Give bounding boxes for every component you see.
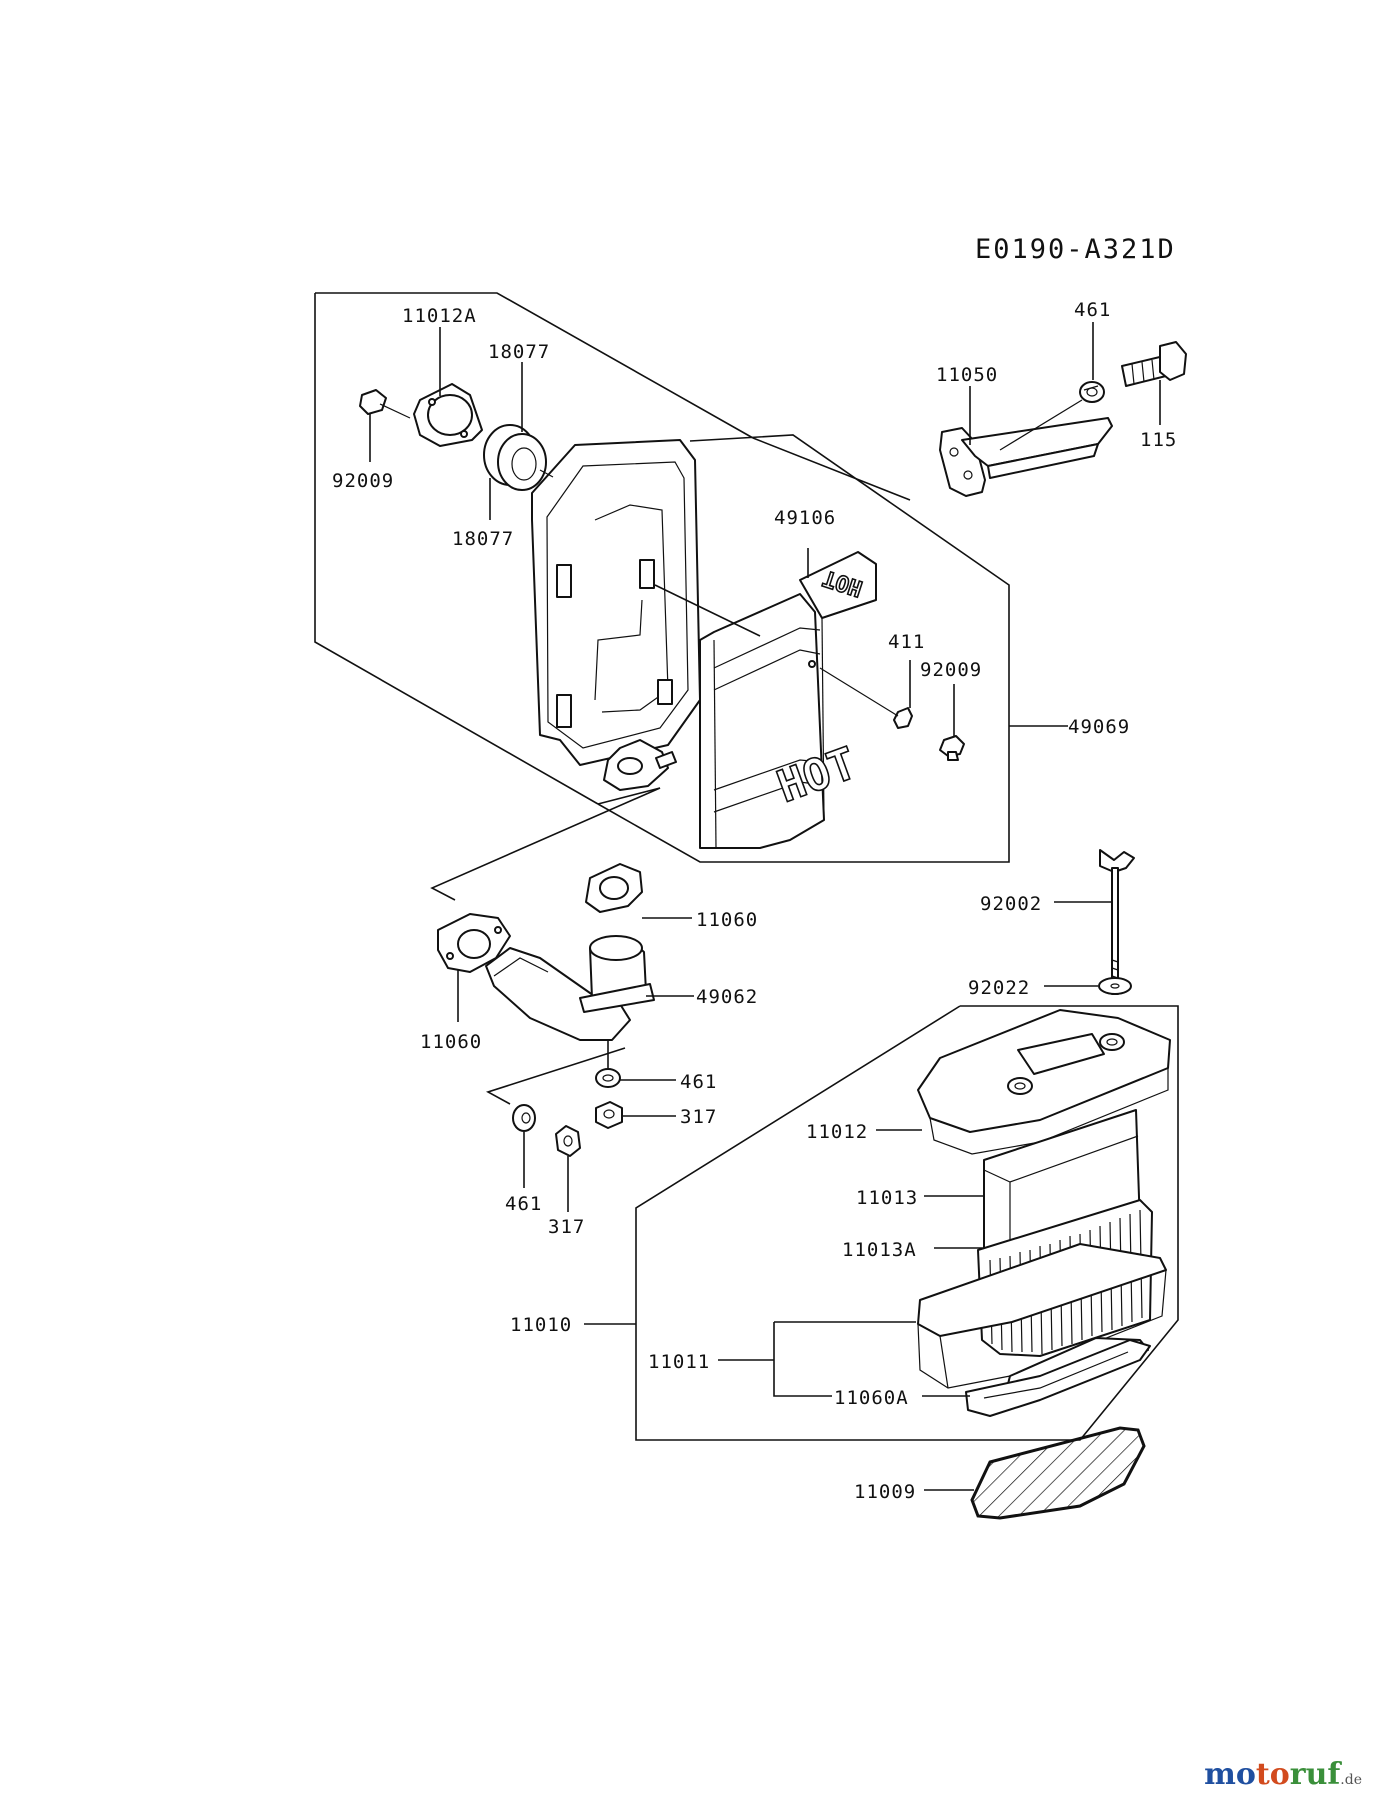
label-461-low: 461	[505, 1193, 542, 1215]
leader-11011-bracket	[773, 1322, 832, 1397]
nut-411	[893, 707, 913, 729]
watermark-tld: .de	[1340, 1772, 1362, 1788]
label-115: 115	[1140, 429, 1177, 451]
nut-317-low	[555, 1125, 581, 1157]
label-11060-right: 11060	[696, 909, 758, 931]
label-11013A: 11013A	[842, 1239, 917, 1261]
label-11010: 11010	[510, 1314, 572, 1336]
watermark-part-1: mo	[1204, 1757, 1256, 1792]
label-11060A: 11060A	[834, 1387, 909, 1409]
gasket-11060-left	[437, 913, 511, 973]
watermark-part-2: to	[1255, 1757, 1290, 1792]
label-18077-top: 18077	[488, 341, 550, 363]
washer-461-mid	[595, 1068, 621, 1088]
label-11012A: 11012A	[402, 305, 477, 327]
screw-92009-left	[359, 389, 411, 419]
label-49106: 49106	[774, 507, 836, 529]
air-cleaner-cover-11012	[917, 1009, 1171, 1155]
diagram-code: E0190-A321D	[975, 234, 1176, 265]
muffler-body	[531, 439, 701, 791]
label-11060-left: 11060	[420, 1031, 482, 1053]
bolt-115	[1121, 341, 1187, 387]
washer-461-low	[512, 1104, 536, 1132]
screen-11009	[970, 1426, 1146, 1520]
label-461-mid: 461	[680, 1071, 717, 1093]
label-317-mid: 317	[680, 1106, 717, 1128]
gasket-11060A	[965, 1339, 1151, 1417]
washer-461-top	[1079, 381, 1105, 403]
label-11050: 11050	[936, 364, 998, 386]
label-11009: 11009	[854, 1481, 916, 1503]
bracket-11050	[752, 417, 1113, 501]
label-49069: 49069	[1068, 716, 1130, 738]
label-92022: 92022	[968, 977, 1030, 999]
exhaust-pipe-outline	[430, 787, 661, 1105]
gasket-11012A	[413, 383, 483, 447]
label-317-low: 317	[548, 1216, 585, 1238]
gasket-11060-right	[585, 863, 643, 913]
watermark-logo: motoruf.de	[1204, 1757, 1362, 1792]
label-49062: 49062	[696, 986, 758, 1008]
label-18077-bot: 18077	[452, 528, 514, 550]
watermark-part-3: ruf	[1289, 1757, 1341, 1792]
leader-shield-to-muffler	[654, 584, 761, 637]
nut-317-mid	[595, 1101, 623, 1129]
heat-shield-top-plate	[799, 551, 877, 821]
heat-shield	[699, 593, 825, 849]
label-11011: 11011	[648, 1351, 710, 1373]
label-461-top: 461	[1074, 299, 1111, 321]
muffler-group-outline	[314, 292, 1010, 863]
exhaust-pipe-49062	[485, 935, 655, 1041]
label-11012: 11012	[806, 1121, 868, 1143]
wing-bolt-92002	[1099, 849, 1135, 995]
washer-92022	[1098, 977, 1132, 995]
label-92009-right: 92009	[920, 659, 982, 681]
label-411: 411	[888, 631, 925, 653]
screw-92009-right	[939, 735, 965, 761]
label-92009-left: 92009	[332, 470, 394, 492]
label-92002: 92002	[980, 893, 1042, 915]
label-11013: 11013	[856, 1187, 918, 1209]
grommet-18077	[483, 424, 554, 491]
